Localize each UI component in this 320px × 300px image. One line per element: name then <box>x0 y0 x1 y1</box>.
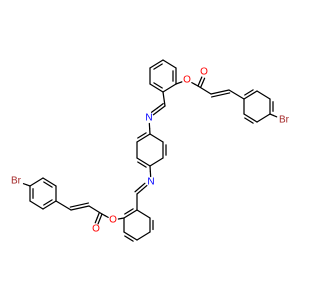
bond-b4-b5 <box>256 113 271 123</box>
bond-c1-o2-second-half-a <box>200 82 204 88</box>
bond-b5-b6-second <box>244 117 254 124</box>
bond-n2-i2-half-b <box>136 189 143 195</box>
atom-o-carbonyl-top: O <box>200 67 208 78</box>
bond-e2-e3 <box>29 200 44 210</box>
bond-e5-e6 <box>42 177 57 187</box>
bond-c1-o2-half-b <box>199 76 203 83</box>
bond-e1-e2-second <box>43 199 53 206</box>
bond-d1-d2-second <box>124 208 134 215</box>
bond-a1-a2 <box>149 59 164 69</box>
bond-p3-p4 <box>136 157 151 167</box>
bond-b1-b2-second <box>244 89 254 96</box>
bond-d1-d2 <box>123 209 138 219</box>
bond-c2-o4-second-half-a <box>96 212 100 219</box>
bond-p1-p2 <box>136 133 151 143</box>
bond-a3-a4-second <box>153 82 163 89</box>
bond-v3-v4-second <box>69 202 89 208</box>
atom-o-ester-bottom: O <box>109 215 117 226</box>
molecule-canvas: O O Br N N Br O O <box>11 59 290 242</box>
bond-v3-v4 <box>70 205 90 211</box>
bond-i1-n1-second-half-a <box>156 102 164 109</box>
atom-n-top: N <box>145 113 152 124</box>
bond-d3-d4 <box>123 231 138 241</box>
bond-v1-v2 <box>210 89 230 95</box>
atom-o-carbonyl-bottom: O <box>92 224 100 235</box>
bond-a1-a2-second <box>153 63 163 70</box>
bond-c1-o2-half-a <box>197 80 201 87</box>
bond-d4-d5 <box>136 231 151 241</box>
bond-p6-p1 <box>149 133 164 143</box>
bond-d6-d1 <box>136 209 151 219</box>
bond-n2-i2-half-a <box>141 184 148 191</box>
bond-n2-i2-second-half-a <box>139 182 146 189</box>
bond-d3-d4-second <box>124 235 134 242</box>
bond-a4-i1 <box>162 91 166 107</box>
bond-v2-b1 <box>228 89 245 100</box>
bond-c2-o4-second-half-b <box>94 217 98 224</box>
atom-label-layer: O O Br N N Br O O <box>11 67 290 235</box>
bond-e5-e6-second <box>43 181 53 188</box>
atom-br-bottom: Br <box>11 176 22 187</box>
bond-v4-e1 <box>55 200 72 211</box>
atom-n-bottom: N <box>147 177 154 188</box>
bond-i1-n1-half-b <box>152 109 160 116</box>
bond-i1-n1-half-a <box>158 105 166 111</box>
bond-n2-i2-second-half-b <box>134 186 141 193</box>
atom-br-top: Br <box>279 115 290 126</box>
bond-e4-br2-half-b <box>22 183 28 186</box>
bond-a3-a4 <box>149 83 164 93</box>
bond-b2-b3 <box>256 90 271 100</box>
bond-a6-a1 <box>162 59 177 69</box>
bond-b4-br1-half-b <box>272 114 278 118</box>
bond-c1-v1 <box>197 85 212 95</box>
bond-i1-n1-second-half-b <box>150 107 159 113</box>
bond-b5-b6 <box>243 113 258 123</box>
molecule-structure: O O Br N N Br O O <box>11 59 290 242</box>
bond-c2-o4-half-b <box>97 218 101 225</box>
bond-p4-p5 <box>149 157 164 167</box>
bond-v1-v2-second <box>211 92 231 98</box>
bond-c2-v3 <box>88 205 103 215</box>
bond-c1-o2-second-half-b <box>202 77 206 84</box>
bond-e4-e5 <box>29 177 44 187</box>
bond-layer <box>22 59 278 242</box>
bond-d2-o3-half-b <box>117 217 122 220</box>
bond-a4-a5 <box>162 83 177 93</box>
bond-e1-e2 <box>42 200 57 210</box>
bond-p3-p4-second <box>137 161 147 168</box>
bond-c2-o4-half-a <box>99 213 103 220</box>
atom-o-ester-top: O <box>183 75 191 86</box>
bond-p1-p2-second <box>137 132 147 139</box>
bond-a5-o1-half-b <box>178 81 183 84</box>
bond-b1-b2 <box>243 90 258 100</box>
